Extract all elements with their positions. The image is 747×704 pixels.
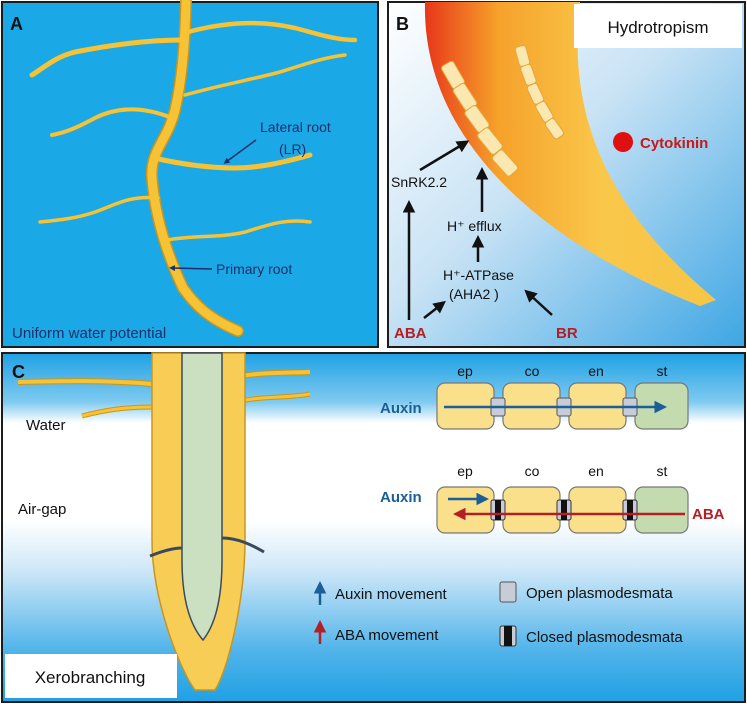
panel-a-letter: A [10, 14, 23, 34]
panel-a-root-system [29, 0, 358, 337]
cell-st-bottom [634, 486, 689, 534]
h-atpase-label: H⁺-ATPase [443, 267, 514, 283]
xerobranching-root [17, 352, 311, 691]
h-efflux-label: H⁺ efflux [447, 218, 502, 234]
arrow-br-to-atpase [524, 289, 553, 316]
cell-row-outer [441, 60, 519, 177]
snrk-label: SnRK2.2 [391, 174, 447, 190]
cell-en-bottom [568, 486, 627, 534]
air-gap-label: Air-gap [18, 501, 66, 518]
lateral-root-mid-left [50, 107, 174, 137]
panel-c: C Water Air-gap Xerobranching ep co en s… [1, 352, 746, 703]
lateral-root-mid-right [183, 53, 347, 97]
aha2-label: (AHA2 ) [449, 286, 499, 302]
aba-label-c: ABA [692, 506, 725, 523]
cell-label-ep-top: ep [457, 363, 473, 379]
legend: Auxin movement ABA movement Open plasmod… [313, 581, 683, 647]
br-label: BR [556, 325, 578, 342]
signaling-arrows [402, 140, 553, 320]
curved-root [424, 2, 716, 306]
cell-label-ep-bottom: ep [457, 463, 473, 479]
panel-a: A Lateral root (LR) Primary root Uniform… [1, 0, 379, 348]
cell-label-en-bottom: en [588, 463, 604, 479]
arrow-aba-to-atpase [423, 300, 446, 319]
lateral-root-top-right [185, 20, 358, 43]
water-label: Water [26, 417, 65, 434]
aba-label-b: ABA [394, 325, 427, 342]
lateral-root-lower-right [151, 152, 313, 171]
lateral-root-pointer [223, 139, 257, 164]
lateral-root-label-line2: (LR) [279, 141, 306, 157]
primary-root-pointer [169, 265, 213, 272]
cell-diagram-open: ep co en st Auxin [380, 363, 689, 430]
cell-label-st-top: st [657, 363, 668, 379]
cell-label-st-bottom: st [657, 463, 668, 479]
cell-co-bottom [502, 486, 561, 534]
primary-root [147, 0, 243, 336]
cell-diagram-closed: ep co en st Auxin ABA [380, 463, 725, 534]
legend-aba-label: ABA movement [335, 627, 439, 644]
stalled-branch-right [221, 536, 265, 554]
panel-c-letter: C [12, 362, 25, 382]
cell-label-co-top: co [525, 363, 540, 379]
arrow-snrk-to-cells [419, 140, 470, 172]
panel-b: Hydrotropism B Cytokinin SnRK2.2 H⁺ effl… [387, 1, 746, 348]
cell-label-en-top: en [588, 363, 604, 379]
stalled-branch-left [149, 546, 183, 558]
lateral-root-top-left [29, 37, 186, 78]
cell-row-inner [514, 44, 564, 140]
legend-open-pd-label: Open plasmodesmata [526, 585, 673, 602]
lateral-root-lower-left [38, 195, 160, 224]
hydrotropism-title-box [574, 4, 742, 48]
hydrotropism-title: Hydrotropism [607, 18, 708, 37]
panel-a-footer: Uniform water potential [12, 325, 166, 342]
stele [181, 352, 223, 642]
legend-closed-pd-label: Closed plasmodesmata [526, 629, 683, 646]
cell-ep-bottom [436, 486, 495, 534]
xerobranching-label-box [5, 654, 177, 698]
auxin-label-bottom: Auxin [380, 489, 422, 506]
panel-b-letter: B [396, 14, 409, 34]
cell-label-co-bottom: co [525, 463, 540, 479]
cytokinin-dot [613, 132, 633, 152]
legend-open-pd-icon [499, 581, 517, 603]
cytokinin-label: Cytokinin [640, 135, 708, 152]
auxin-label-top: Auxin [380, 400, 422, 417]
lateral-root-label-line1: Lateral root [260, 119, 331, 135]
legend-auxin-label: Auxin movement [335, 586, 448, 603]
lateral-root-bottom-right [165, 219, 312, 242]
xerobranching-label: Xerobranching [35, 668, 146, 687]
primary-root-label: Primary root [216, 261, 292, 277]
